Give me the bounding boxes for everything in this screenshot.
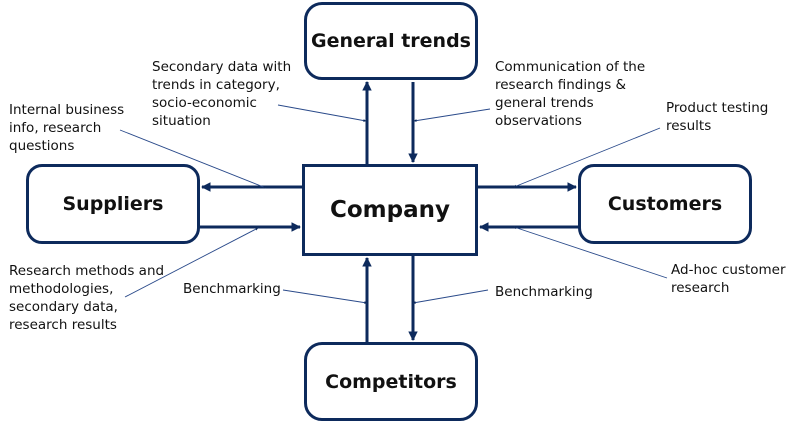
pointer-adhoc-research bbox=[513, 226, 668, 279]
competitors-box: Competitors bbox=[304, 342, 478, 421]
customers-box: Customers bbox=[578, 164, 752, 244]
product-testing-label: Product testing results bbox=[666, 100, 769, 134]
general-trends-box: General trends bbox=[304, 2, 478, 80]
competitors-label: Competitors bbox=[325, 370, 457, 393]
general-trends-label: General trends bbox=[311, 30, 471, 52]
benchmarking-right-label: Benchmarking bbox=[495, 284, 593, 300]
pointer-product-testing bbox=[513, 127, 661, 188]
pointer-research-methods bbox=[124, 227, 259, 298]
research-methods-label: Research methods and methodologies, seco… bbox=[9, 263, 165, 333]
company-label: Company bbox=[330, 197, 450, 223]
suppliers-label: Suppliers bbox=[62, 193, 164, 215]
pointer-benchmarking-right bbox=[412, 289, 489, 304]
benchmarking-left-label: Benchmarking bbox=[183, 281, 281, 297]
company-box: Company bbox=[302, 164, 478, 256]
customers-label: Customers bbox=[607, 193, 723, 215]
suppliers-box: Suppliers bbox=[26, 164, 200, 244]
adhoc-research-label: Ad-hoc customer research bbox=[671, 262, 786, 296]
pointer-secondary-data bbox=[277, 104, 367, 122]
pointer-internal-info bbox=[119, 129, 267, 189]
secondary-data-label: Secondary data with trends in category, … bbox=[152, 59, 292, 129]
communication-label: Communication of the research findings &… bbox=[495, 59, 646, 129]
pointer-benchmarking-left bbox=[282, 289, 368, 305]
pointer-communication bbox=[413, 108, 491, 123]
internal-info-label: Internal business info, research questio… bbox=[9, 102, 125, 154]
